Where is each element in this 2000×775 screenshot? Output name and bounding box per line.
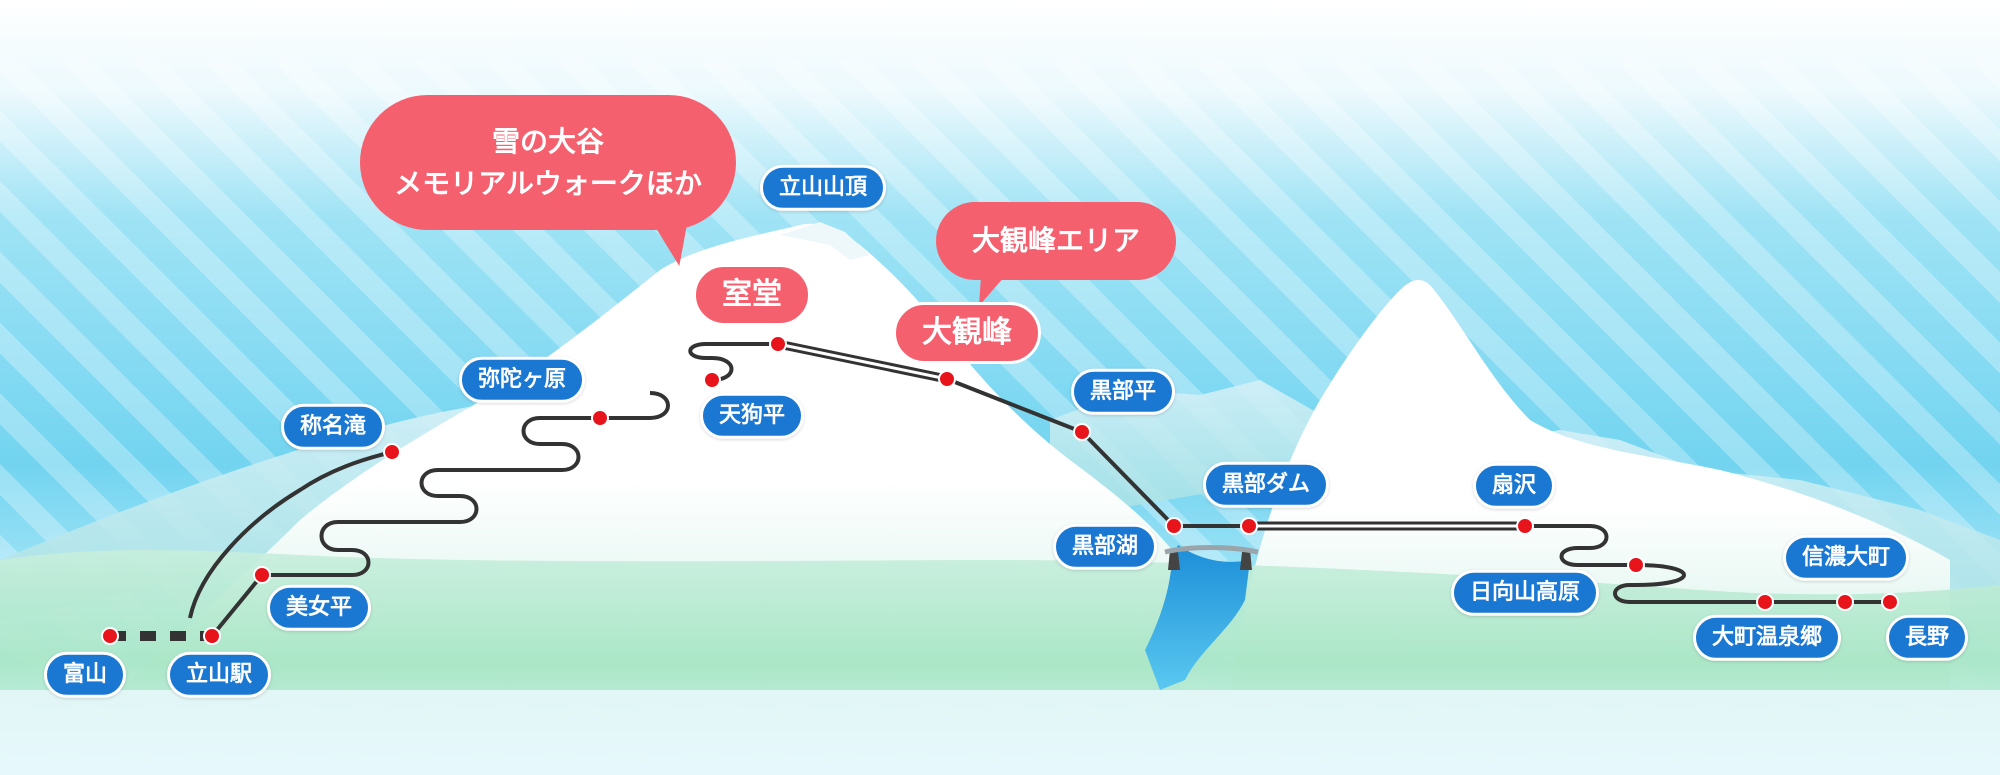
tateyama-station-label[interactable]: 立山駅 [166,651,272,699]
station-dot-kurobeko[interactable] [1165,517,1183,535]
station-dot-ogizawa[interactable] [1516,517,1534,535]
daikanbo-label[interactable]: 大観峰 [893,302,1041,364]
murodo-callout-line1: 雪の大谷 [491,124,604,158]
station-dot-kurobe-dam[interactable] [1240,517,1258,535]
tengudaira-label[interactable]: 天狗平 [699,392,805,440]
station-dot-shinano-omachi[interactable] [1836,593,1854,611]
station-dot-bijodaira[interactable] [253,566,271,584]
daikanbo-callout-text: 大観峰エリア [971,224,1140,257]
station-dot-shomyodaki[interactable] [383,443,401,461]
murodo-label[interactable]: 室堂 [693,264,811,326]
route-tunnel-trolleybus [777,339,948,384]
hinatayama-kogen-label[interactable]: 日向山高原 [1450,569,1600,617]
station-dot-murodo[interactable] [769,335,787,353]
nagano-label[interactable]: 長野 [1885,614,1969,662]
midagahara-label[interactable]: 弥陀ヶ原 [458,356,586,404]
dam-wall-right [1240,550,1252,570]
dam-wall-left [1168,550,1180,570]
daikanbo-callout: 大観峰エリア [936,202,1176,280]
route-cable-car [210,573,264,638]
shinano-omachi-label[interactable]: 信濃大町 [1782,534,1910,582]
toyama-label[interactable]: 富山 [43,651,127,699]
route-kurobe-cable [1080,430,1176,528]
kurobe-dam [1164,545,1259,555]
route-highland-bus [262,416,600,577]
omachi-onsenkyo-label[interactable]: 大町温泉郷 [1692,614,1842,662]
station-dot-daikanbo[interactable] [938,370,956,388]
station-dot-toyama[interactable] [101,627,119,645]
station-dots [101,335,1899,645]
kurobeko-label[interactable]: 黒部湖 [1052,523,1158,571]
station-dot-kurobedaira[interactable] [1073,423,1091,441]
route-tengudaira-loop [600,391,670,420]
route-ogizawa-omachi [1525,524,1890,604]
shomyodaki-label[interactable]: 称名滝 [280,403,386,451]
kurobedaira-label[interactable]: 黒部平 [1070,368,1176,416]
tateyama-peak [780,222,870,260]
route-shomyodaki [188,450,393,619]
kurobe-river [1145,545,1250,690]
foreground-mist [0,690,2000,775]
bijodaira-label[interactable]: 美女平 [266,584,372,632]
murodo-callout: 雪の大谷 メモリアルウォークほか [360,95,736,230]
kurobe-dam-label[interactable]: 黒部ダム [1202,461,1330,509]
route-tengudaira-to-murodo [688,342,778,382]
route-ropeway [946,377,1083,434]
murodo-callout-line2: メモリアルウォークほか [394,166,702,200]
station-dot-hinatayama[interactable] [1627,556,1645,574]
station-dot-omachi-onsenkyo[interactable] [1756,593,1774,611]
ogizawa-label[interactable]: 扇沢 [1472,462,1556,510]
station-dot-midagahara[interactable] [591,409,609,427]
station-dot-tengudaira[interactable] [703,371,721,389]
tateyama-summit-label[interactable]: 立山山頂 [759,164,887,212]
station-dot-nagano[interactable] [1881,593,1899,611]
station-dot-tateyama[interactable] [203,627,221,645]
